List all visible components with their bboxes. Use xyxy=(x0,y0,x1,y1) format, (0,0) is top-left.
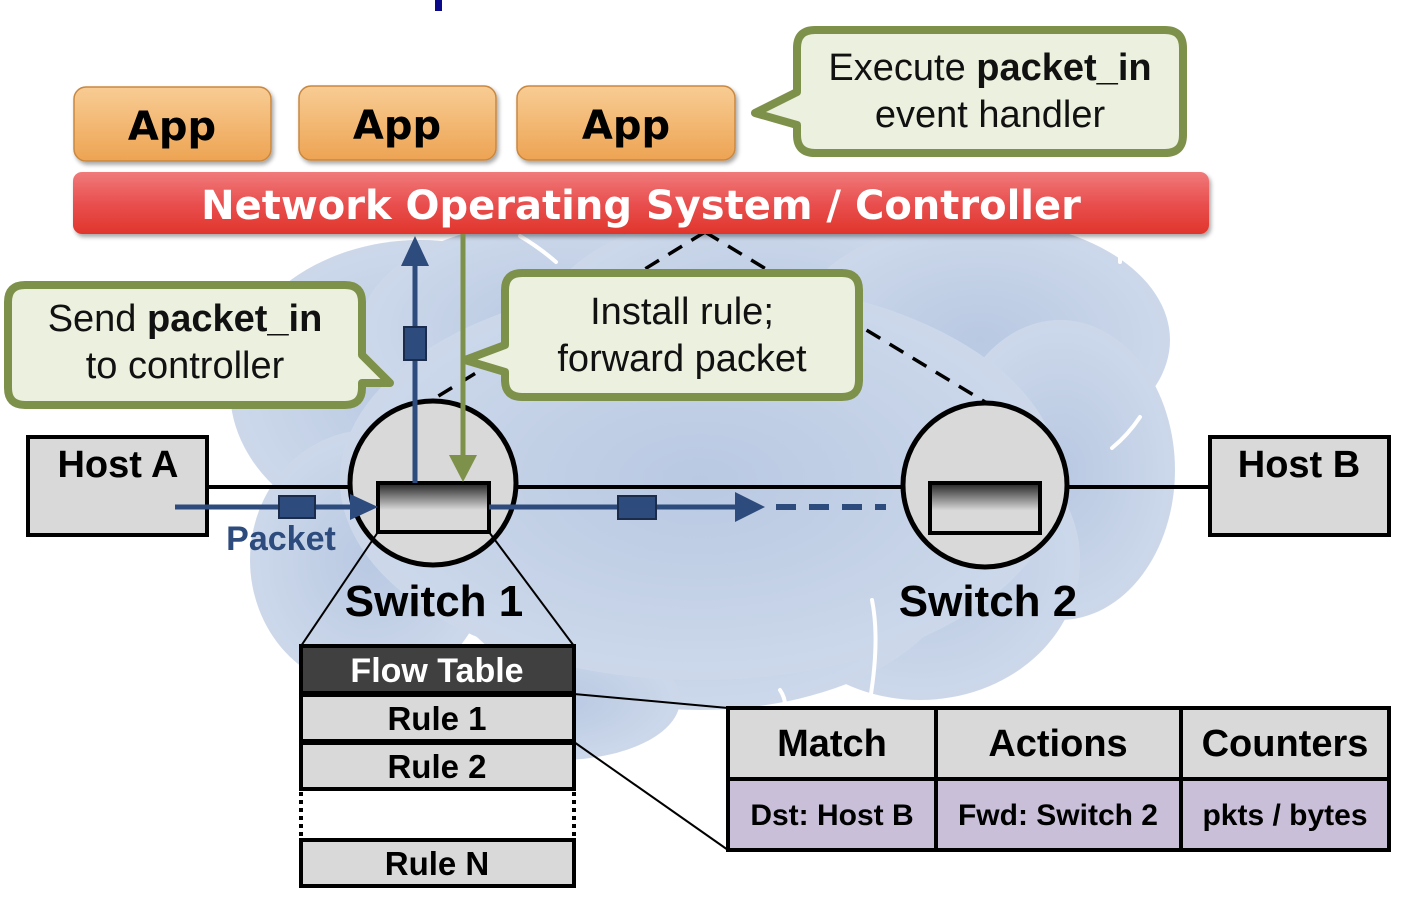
flow-rule-label: Rule 1 xyxy=(387,700,486,737)
packet-icon xyxy=(278,495,316,519)
apps: App App App xyxy=(73,85,736,162)
callout-execute-line2: event handler xyxy=(875,94,1106,136)
top-edge-mark xyxy=(435,0,442,11)
arrowhead-icon xyxy=(350,494,378,520)
flow-table: Flow Table Rule 1 Rule 2 Rule N xyxy=(299,644,576,888)
app-label: App xyxy=(582,103,670,149)
app-label: App xyxy=(128,104,216,150)
svg-text:Send packet_in: Send packet_in xyxy=(48,298,323,340)
callout-execute-bold: packet_in xyxy=(976,47,1151,89)
callout-install-line2: forward packet xyxy=(557,338,807,380)
callout-execute-packet-in: Execute packet_in event handler xyxy=(751,26,1187,157)
callout-send-prefix: Send xyxy=(48,298,147,340)
counters-value: pkts / bytes xyxy=(1202,799,1367,832)
callout-send-packet-in: Send packet_in to controller xyxy=(4,281,394,409)
column-header-match: Match xyxy=(777,723,887,765)
callout-send-bold: packet_in xyxy=(147,298,322,340)
switch-2-label: Switch 2 xyxy=(899,577,1078,626)
packet-icon xyxy=(617,495,657,520)
svg-text:Execute packet_in: Execute packet_in xyxy=(828,47,1151,89)
switch-1-label: Switch 1 xyxy=(345,577,524,626)
actions-value: Fwd: Switch 2 xyxy=(958,799,1158,832)
zoom-lines xyxy=(300,531,729,851)
switch-2[interactable]: Switch 2 xyxy=(899,400,1078,626)
switch-1-flow-port xyxy=(376,481,491,534)
host-a[interactable]: Host A xyxy=(26,435,209,537)
app-label: App xyxy=(353,103,441,149)
arrowhead-icon xyxy=(449,455,477,482)
flow-rule-label: Rule 2 xyxy=(387,748,486,785)
flow-rule-row[interactable]: Rule 2 xyxy=(299,741,576,791)
flow-table-ellipsis xyxy=(299,792,576,837)
packet-label: Packet xyxy=(226,520,336,558)
host-b-label: Host B xyxy=(1238,444,1360,486)
switch-2-flow-port xyxy=(928,481,1042,535)
callout-install-line1: Install rule; xyxy=(590,291,774,333)
flow-rule-row[interactable]: Rule N xyxy=(299,838,576,888)
rule-detail-table: Match Actions Counters Dst: Host B Fwd: … xyxy=(726,706,1391,852)
install-rule-path xyxy=(449,234,477,482)
app-box[interactable]: App xyxy=(73,86,272,162)
packet-path: Packet xyxy=(175,236,886,558)
host-a-label: Host A xyxy=(57,444,178,486)
network-os-controller[interactable]: Network Operating System / Controller xyxy=(73,172,1209,234)
column-header-counters: Counters xyxy=(1202,723,1369,765)
column-header-actions: Actions xyxy=(988,723,1127,765)
switch-1[interactable]: Switch 1 xyxy=(345,398,524,626)
packet-icon xyxy=(403,326,427,361)
flow-table-header: Flow Table xyxy=(350,652,523,690)
host-b[interactable]: Host B xyxy=(1208,435,1391,537)
callout-execute-prefix: Execute xyxy=(828,47,976,89)
flow-rule-label: Rule N xyxy=(385,845,490,882)
nos-label: Network Operating System / Controller xyxy=(201,183,1081,229)
callout-send-line2: to controller xyxy=(86,345,285,387)
arrowhead-icon xyxy=(401,236,429,266)
match-value: Dst: Host B xyxy=(750,799,913,832)
arrowhead-icon xyxy=(735,492,765,522)
flow-rule-row[interactable]: Rule 1 xyxy=(299,693,576,743)
callout-install-rule: Install rule; forward packet xyxy=(461,269,863,401)
app-box[interactable]: App xyxy=(516,85,736,161)
app-box[interactable]: App xyxy=(298,85,497,161)
